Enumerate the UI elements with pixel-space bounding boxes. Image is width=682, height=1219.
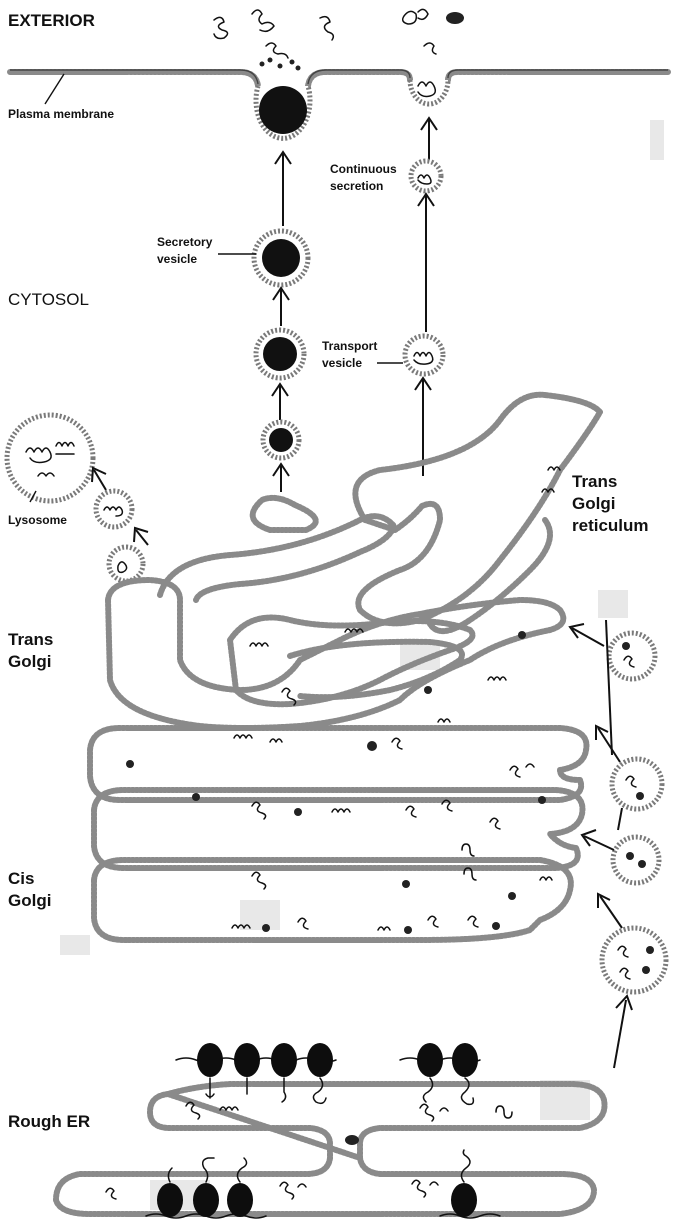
background-haze <box>60 120 664 1210</box>
plasma-membrane-callout: Plasma membrane <box>8 74 114 121</box>
lysosomal-transport-vesicles <box>92 468 148 581</box>
transport-vesicle-callout: Transport vesicle <box>322 339 403 370</box>
trans-golgi-label-line2: Golgi <box>8 652 51 671</box>
trans-golgi-label-line1: Trans <box>8 630 53 649</box>
rough-er-label: Rough ER <box>8 1112 90 1131</box>
constitutive-secretion-pathway <box>405 118 443 476</box>
trans-golgi-reticulum-label-line2: Golgi <box>572 494 615 513</box>
cis-golgi-label-line1: Cis <box>8 869 34 888</box>
trans-golgi-reticulum-label: Trans Golgi reticulum <box>572 472 649 535</box>
regulated-secretion-pathway <box>254 152 308 492</box>
trans-golgi-reticulum-label-line1: Trans <box>572 472 617 491</box>
inter-cisternal-transport-vesicles <box>570 620 666 1068</box>
secretory-vesicle-callout: Secretory vesicle <box>157 235 256 266</box>
transport-vesicle-label-line1: Transport <box>322 339 377 353</box>
cytosol-label: CYTOSOL <box>8 290 89 309</box>
secretory-vesicle-label-line1: Secretory <box>157 235 213 249</box>
trans-golgi-reticulum <box>160 395 600 631</box>
plasma-membrane-label: Plasma membrane <box>8 107 114 121</box>
lysosome-label: Lysosome <box>8 513 67 527</box>
continuous-secretion-label-line2: secretion <box>330 179 383 193</box>
secretory-exocytosis-pocket <box>256 58 310 139</box>
lysosome <box>7 415 93 502</box>
trans-golgi-cisternae <box>108 580 563 728</box>
secretory-vesicle-label-line2: vesicle <box>157 252 197 266</box>
exterior-proteins <box>214 9 464 58</box>
constitutive-exocytosis-pocket <box>410 80 448 104</box>
transport-vesicle-label-line2: vesicle <box>322 356 362 370</box>
rough-er-upper-cisterna <box>150 1084 605 1158</box>
continuous-secretion-label-line1: Continuous <box>330 162 397 176</box>
trans-golgi-reticulum-label-line3: reticulum <box>572 516 649 535</box>
rough-er-lower-cisterna <box>56 1158 594 1214</box>
exterior-label: EXTERIOR <box>8 11 95 30</box>
plasma-membrane <box>10 70 668 86</box>
cis-golgi-label-line2: Golgi <box>8 891 51 910</box>
